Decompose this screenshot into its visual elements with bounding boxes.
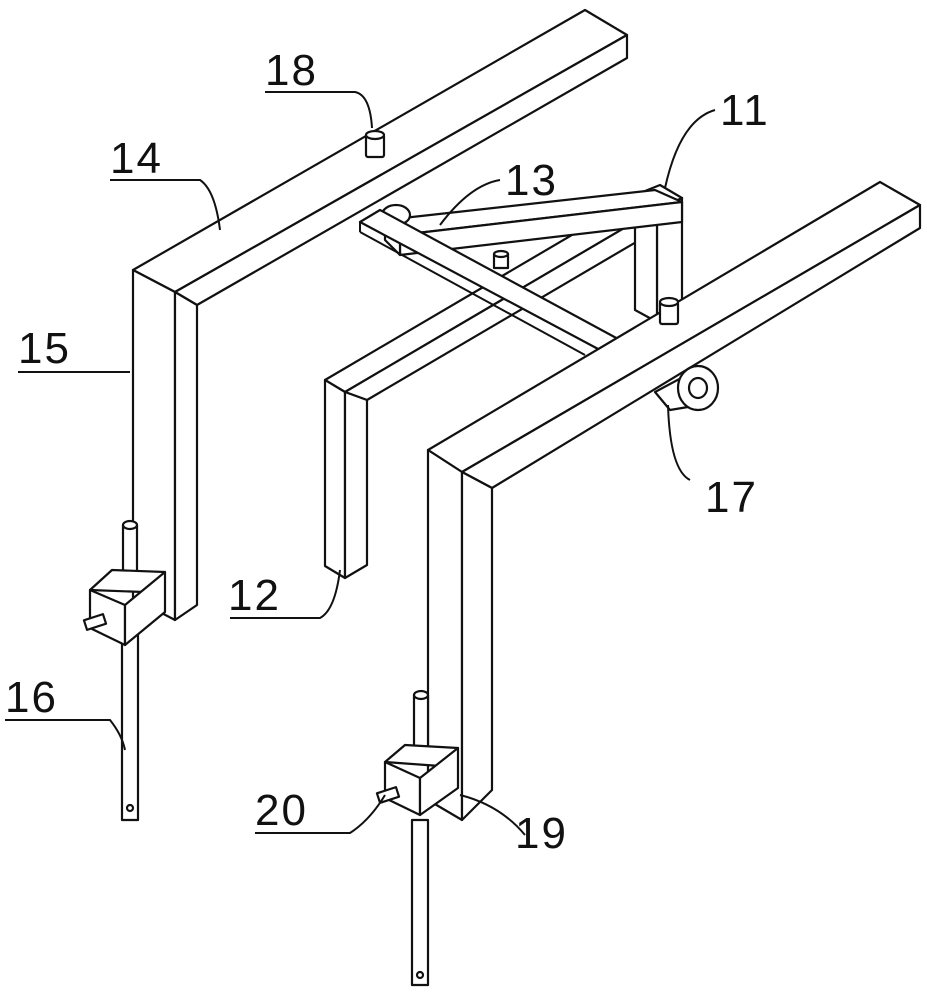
label-16: 16 <box>5 673 58 722</box>
leader-lines <box>5 91 716 836</box>
label-18: 18 <box>265 46 318 95</box>
right-beam <box>426 180 922 822</box>
label-12: 12 <box>228 571 281 620</box>
hinge-17 <box>653 364 720 412</box>
middle-rail-12 <box>323 193 662 580</box>
label-17: 17 <box>705 473 758 522</box>
left-clamp <box>82 519 167 822</box>
label-20: 20 <box>255 786 308 835</box>
pin-18 <box>364 129 510 270</box>
right-clamp <box>375 689 460 987</box>
label-13: 13 <box>505 156 558 205</box>
label-11: 11 <box>720 86 770 135</box>
label-19: 19 <box>515 809 568 858</box>
cross-beam-13 <box>358 188 684 356</box>
label-14: 14 <box>110 134 163 183</box>
label-15: 15 <box>18 324 71 373</box>
